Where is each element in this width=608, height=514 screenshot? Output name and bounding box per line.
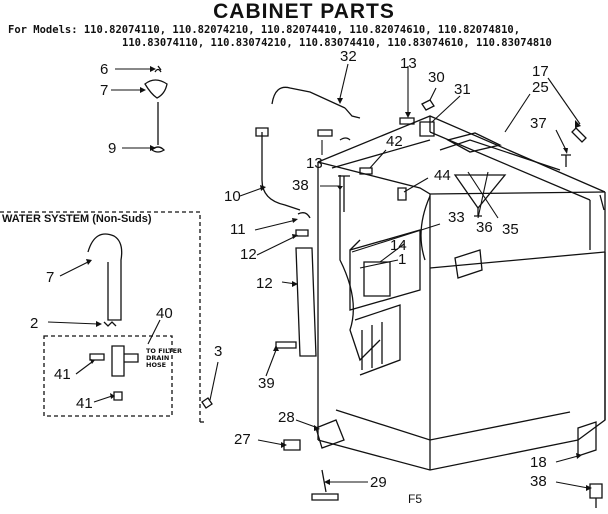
part-41-screw [113, 391, 123, 401]
part-36-screw [561, 154, 571, 167]
callout-33: 33 [448, 209, 465, 226]
part-3-connector [201, 397, 213, 409]
models-line-1: For Models: 110.82074110, 110.82074210, … [8, 24, 521, 36]
callout-40: 40 [156, 305, 173, 322]
part-42-screw [89, 353, 105, 361]
part-6-hose [151, 102, 166, 153]
callout-29: 29 [370, 474, 387, 491]
callout-28: 28 [278, 409, 295, 426]
callout-12: 12 [256, 275, 273, 292]
part-40-fitting [111, 345, 139, 377]
part-13-screw-a [317, 129, 333, 137]
part-7-hose [87, 233, 123, 321]
part-4-clip [154, 65, 162, 73]
callout-38: 38 [530, 473, 547, 490]
callout-25: 25 [532, 79, 549, 96]
models-line-2: 110.83074110, 110.83074210, 110.83074410… [122, 37, 552, 49]
water-system-label: WATER SYSTEM (Non-Suds) [2, 213, 152, 225]
part-2-clip [103, 321, 117, 327]
part-12-bracket [295, 247, 317, 357]
figure-code: F5 [408, 492, 423, 506]
callout-3: 3 [214, 343, 223, 360]
part-39-bolt [275, 341, 297, 349]
callout-36: 37 [530, 115, 547, 132]
callout-14: 14 [390, 237, 407, 254]
callout-6: 9 [108, 140, 117, 157]
part-37-screw [338, 175, 350, 212]
part-9-hose [255, 127, 301, 211]
part-32-wire [271, 86, 361, 141]
part-31-switch [419, 121, 435, 137]
part-29-leg [311, 469, 339, 501]
filter-note: TO FILTER DRAIN HOSE [146, 348, 182, 369]
part-44-wire [397, 187, 407, 201]
callout-27: 27 [234, 431, 251, 448]
callout-43: 42 [386, 133, 403, 150]
filter-note-line-2: DRAIN [146, 354, 170, 362]
part-35-screw [474, 208, 482, 217]
part-34-bracket [453, 174, 507, 210]
part-43-screw [359, 167, 373, 175]
part-27-clip [283, 439, 301, 451]
callout-1: 1 [398, 251, 407, 268]
part-10-grommet [297, 212, 311, 219]
water-system-box [0, 211, 201, 422]
callout-11: 12 [240, 246, 257, 263]
callout-37: 38 [292, 177, 309, 194]
page-title: CABINET PARTS [213, 0, 395, 23]
filter-note-line-1: TO FILTER [146, 347, 183, 355]
callout-35: 36 [476, 219, 493, 236]
callout-18: 18 [530, 454, 547, 471]
callout-13-top: 13 [400, 55, 417, 72]
part-5-clamp [144, 79, 168, 99]
callout-5: 7 [100, 82, 109, 99]
callout-10: 11 [230, 221, 246, 238]
callout-42: 41 [54, 366, 71, 383]
arrow-heads [86, 66, 592, 491]
part-13-screw-b [399, 117, 415, 125]
callout-4: 6 [100, 61, 109, 78]
part-14-timer [363, 261, 391, 297]
part-33-panel [349, 239, 361, 251]
part-18-plate [577, 421, 597, 457]
callout-31: 31 [454, 81, 471, 98]
part-30-clip [421, 99, 435, 111]
callout-7: 7 [46, 269, 55, 286]
filter-note-line-3: HOSE [146, 361, 167, 369]
part-17-hinge [571, 127, 587, 143]
callout-9: 10 [224, 188, 241, 205]
callout-34: 35 [502, 221, 519, 238]
callout-30: 30 [428, 69, 445, 86]
callout-39: 39 [258, 375, 275, 392]
callout-41: 41 [76, 395, 93, 412]
filter-subbox [43, 335, 173, 417]
cabinet-body [317, 115, 606, 471]
callout-2: 2 [30, 315, 39, 332]
part-11-screw [295, 229, 309, 237]
part-28-pump [315, 419, 345, 449]
part-38-screw [589, 483, 603, 508]
callout-17: 17 [532, 63, 549, 80]
callout-32: 32 [340, 48, 357, 65]
callout-44: 44 [434, 167, 451, 184]
callout-13-left: 13 [306, 155, 323, 172]
leader-lines [47, 63, 589, 489]
